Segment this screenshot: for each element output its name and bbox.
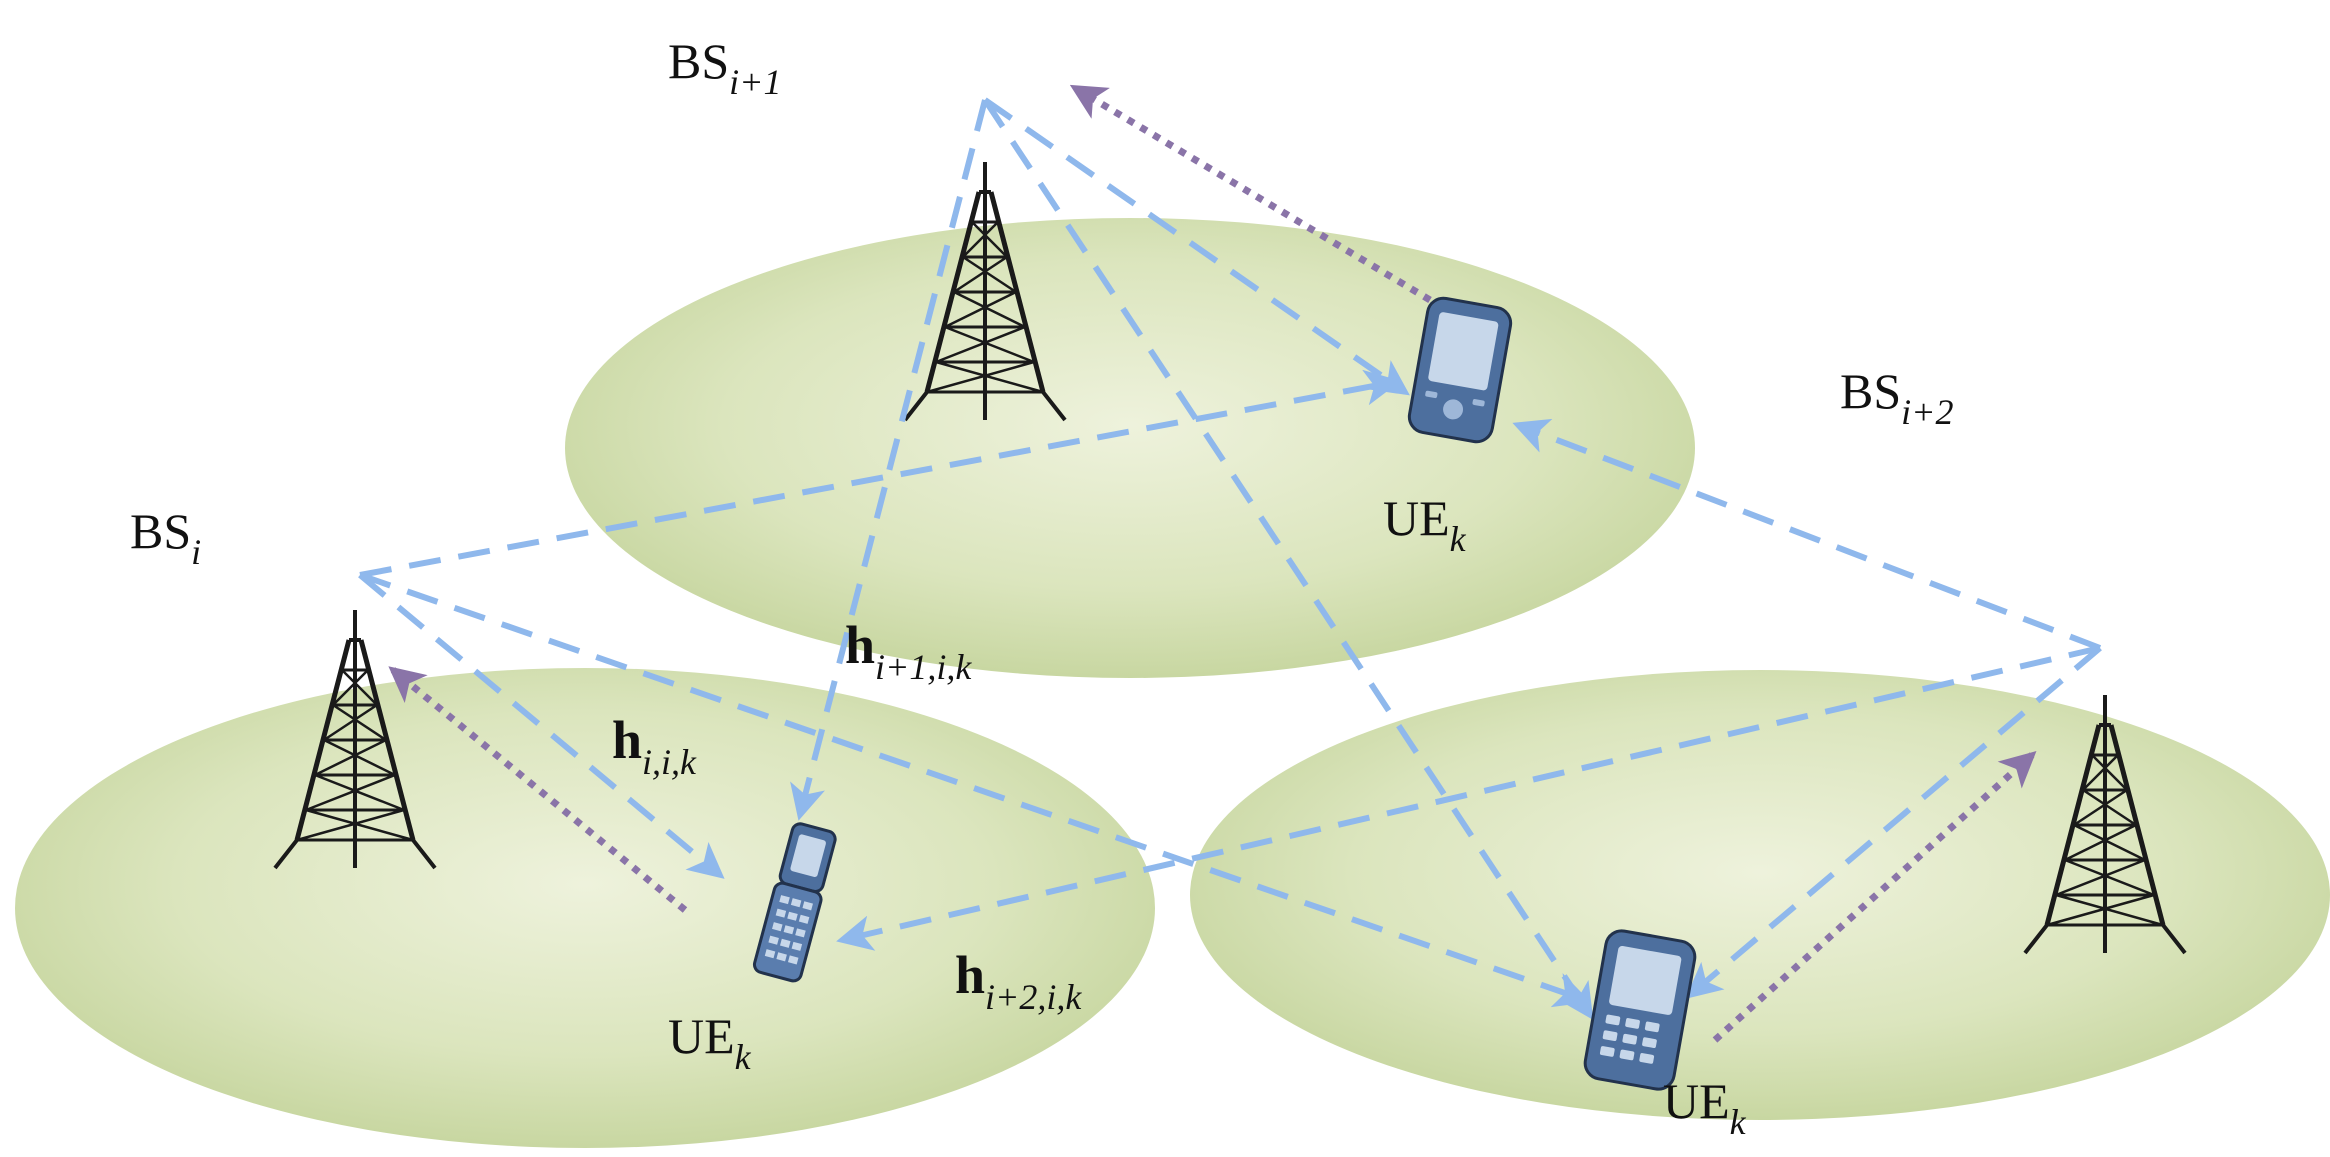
label-ue-left: UEk	[668, 1008, 752, 1077]
label-ue-top: UEk	[1383, 490, 1467, 559]
label-bs-i1-sub: i+1	[729, 62, 781, 102]
cell-bs-i2	[1190, 670, 2330, 1120]
ue-left-device	[752, 822, 837, 983]
link-bsi-to-ue-top	[359, 369, 1401, 578]
smartphone-icon	[1407, 296, 1513, 444]
label-h-from-i1: hi+1,i,k	[845, 615, 972, 687]
link-bsi1-to-ue-top	[983, 97, 1410, 396]
feedback-links	[388, 84, 2037, 1043]
label-h-direct-sub: i,i,k	[642, 742, 697, 782]
label-ue-top-sub: k	[1450, 519, 1467, 559]
feedback-ue-right-to-bsi2	[1712, 750, 2037, 1043]
label-h-from-i1-sub: i+1,i,k	[875, 647, 972, 687]
link-bsi-to-ue-right	[359, 572, 1591, 1008]
label-ue-left-sub: k	[735, 1037, 752, 1077]
label-bs-i2-sub: i+2	[1901, 392, 1953, 432]
cell-bs-i	[15, 668, 1155, 1148]
pda-phone-icon	[1583, 929, 1697, 1091]
label-bs-i2: BSi+2	[1840, 363, 1953, 432]
label-h-direct-main: h	[612, 710, 642, 770]
label-h-direct: hi,i,k	[612, 710, 697, 782]
channel-links	[358, 97, 2102, 1021]
cell-bs-i1	[565, 218, 1695, 678]
feedback-ue-left-to-bsi	[388, 666, 688, 913]
label-bs-i-main: BS	[130, 503, 191, 559]
label-ue-top-main: UE	[1383, 490, 1450, 546]
ue-right-device	[1583, 929, 1697, 1091]
label-bs-i-sub: i	[191, 532, 201, 572]
label-ue-right: UEk	[1663, 1073, 1747, 1142]
link-bsi2-to-ue-left	[836, 645, 2101, 951]
label-bs-i2-main: BS	[1840, 363, 1901, 419]
label-h-from-i1-main: h	[845, 615, 875, 675]
label-ue-right-main: UE	[1663, 1073, 1730, 1129]
label-ue-right-sub: k	[1730, 1102, 1747, 1142]
cell-areas	[15, 218, 2330, 1148]
label-h-from-i2: hi+2,i,k	[955, 945, 1082, 1017]
link-bsi2-to-ue-top	[1512, 418, 2102, 651]
label-h-from-i2-main: h	[955, 945, 985, 1005]
ue-top-device	[1407, 296, 1513, 444]
link-bsi-to-ue-left	[358, 572, 725, 879]
flip-phone-icon	[752, 822, 837, 983]
link-bsi1-to-ue-left	[790, 99, 988, 821]
link-bsi1-to-ue-right	[982, 98, 1594, 1021]
label-bs-i: BSi	[130, 503, 201, 572]
label-h-from-i2-sub: i+2,i,k	[985, 977, 1082, 1017]
label-ue-left-main: UE	[668, 1008, 735, 1064]
label-bs-i1: BSi+1	[668, 33, 781, 102]
label-bs-i1-main: BS	[668, 33, 729, 89]
link-bsi2-to-ue-right	[1685, 645, 2102, 999]
